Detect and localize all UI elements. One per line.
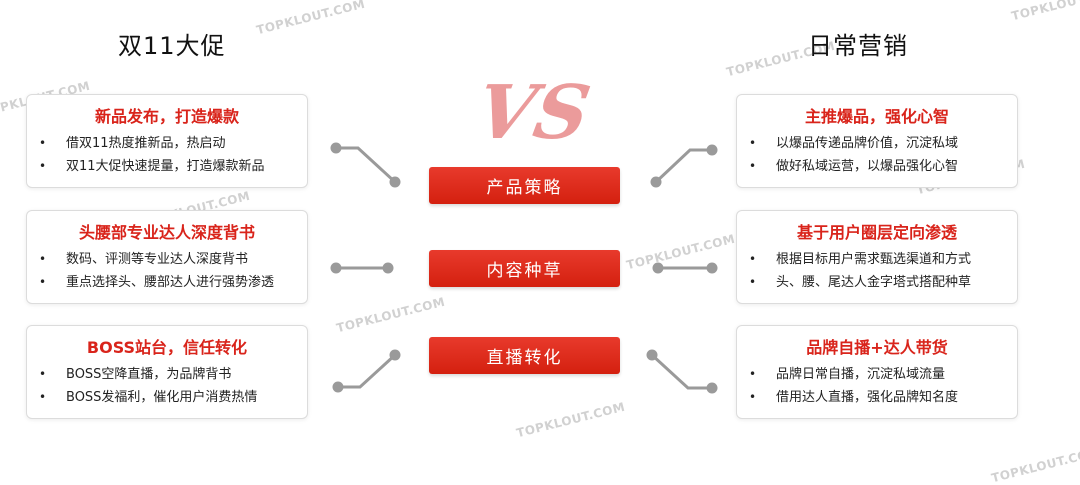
card-item: 做好私域运营，以爆品强化心智: [749, 155, 1005, 178]
center-label-live-conversion: 直播转化: [429, 337, 620, 374]
right-card-content: 基于用户圈层定向渗透 根据目标用户需求甄选渠道和方式 头、腰、尾达人金字塔式搭配…: [736, 210, 1018, 304]
center-label-content-seeding: 内容种草: [429, 250, 620, 287]
center-label-product-strategy: 产品策略: [429, 167, 620, 204]
connector-left-1: [334, 146, 397, 184]
connector-dot: [652, 262, 664, 274]
card-title: 新品发布，打造爆款: [94, 107, 239, 126]
connector-left-3: [336, 353, 397, 389]
left-card-content: 头腰部专业达人深度背书 数码、评测等专业达人深度背书 重点选择头、腰部达人进行强…: [26, 210, 308, 304]
vs-graphic: VS: [482, 69, 592, 156]
card-title: 主推爆品，强化心智: [804, 107, 949, 126]
card-title: 品牌自播+达人带货: [806, 338, 948, 357]
vs-text: VS: [482, 69, 592, 156]
connector-dot: [330, 262, 342, 274]
card-item: 头、腰、尾达人金字塔式搭配种草: [749, 271, 1005, 294]
card-item: 根据目标用户需求甄选渠道和方式: [749, 248, 1005, 271]
card-item: BOSS发福利，催化用户消费热情: [39, 386, 295, 409]
connector-dot: [332, 381, 344, 393]
card-item: 重点选择头、腰部达人进行强势渗透: [39, 271, 295, 294]
card-item: 以爆品传递品牌价值，沉淀私域: [749, 132, 1005, 155]
connector-dot: [706, 262, 718, 274]
connector-dot: [330, 142, 342, 154]
card-item: BOSS空降直播，为品牌背书: [39, 363, 295, 386]
connector-dot: [706, 144, 718, 156]
connector-dot: [389, 349, 401, 361]
connector-dot: [389, 176, 401, 188]
card-title: BOSS站台，信任转化: [86, 338, 248, 357]
connector-dot: [382, 262, 394, 274]
left-heading: 双11大促: [118, 32, 226, 60]
right-card-live: 品牌自播+达人带货 品牌日常自播，沉淀私域流量 借用达人直播，强化品牌知名度: [736, 325, 1018, 419]
card-title: 头腰部专业达人深度背书: [78, 223, 255, 242]
connector-dot: [646, 349, 658, 361]
card-item: 品牌日常自播，沉淀私域流量: [749, 363, 1005, 386]
card-item: 借用达人直播，强化品牌知名度: [749, 386, 1005, 409]
connector-dot: [650, 176, 662, 188]
connector-dot: [706, 382, 718, 394]
connector-right-3: [650, 353, 714, 390]
connector-right-1: [654, 148, 714, 184]
card-item: 数码、评测等专业达人深度背书: [39, 248, 295, 271]
left-card-live: BOSS站台，信任转化 BOSS空降直播，为品牌背书 BOSS发福利，催化用户消…: [26, 325, 308, 419]
right-heading: 日常营销: [808, 32, 908, 60]
right-card-product: 主推爆品，强化心智 以爆品传递品牌价值，沉淀私域 做好私域运营，以爆品强化心智: [736, 94, 1018, 188]
card-item: 借双11热度推新品，热启动: [39, 132, 295, 155]
left-card-product: 新品发布，打造爆款 借双11热度推新品，热启动 双11大促快速提量，打造爆款新品: [26, 94, 308, 188]
card-item: 双11大促快速提量，打造爆款新品: [39, 155, 295, 178]
card-title: 基于用户圈层定向渗透: [796, 223, 957, 242]
